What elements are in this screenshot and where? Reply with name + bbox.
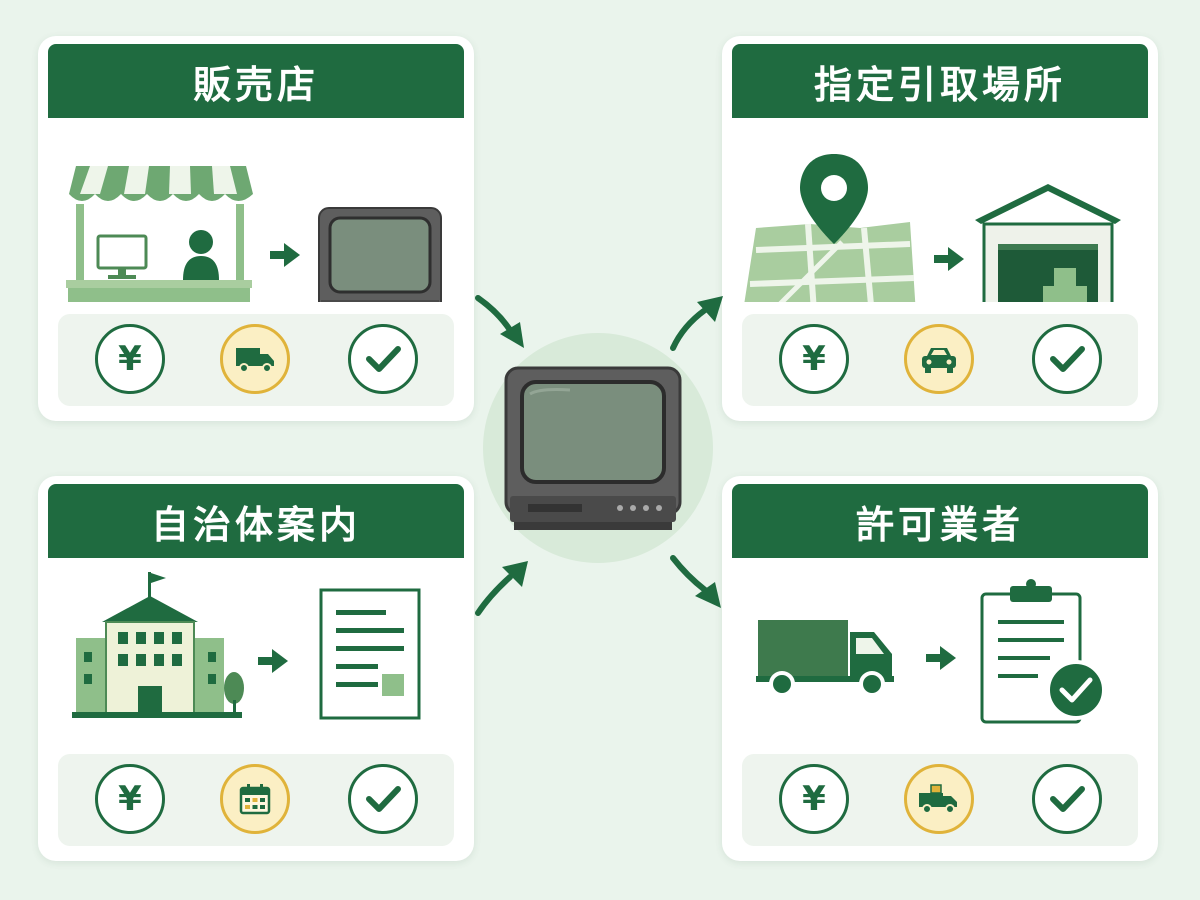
retailer-illustration: [66, 166, 442, 302]
delivery-truck-icon: [220, 324, 290, 394]
city-hall-icon: [72, 572, 244, 718]
retailer-card: 販売店: [38, 36, 474, 421]
licensed-illustration: [756, 579, 1106, 724]
arrow-right-icon: [934, 247, 964, 271]
municipality-badges: ¥: [58, 754, 454, 846]
truck-icon: [756, 620, 894, 697]
check-circle-icon: [1032, 324, 1102, 394]
check-circle-icon: [348, 324, 418, 394]
pickup-badges: ¥: [742, 314, 1138, 406]
yen-icon: ¥: [779, 764, 849, 834]
calendar-icon: [220, 764, 290, 834]
licensed-title: 許可業者: [732, 484, 1148, 558]
crt-tv-icon: [504, 366, 682, 530]
municipality-title: 自治体案内: [48, 484, 464, 558]
warehouse-icon: [975, 184, 1121, 302]
crt-tv-icon: [318, 207, 442, 302]
yen-icon: ¥: [779, 324, 849, 394]
car-icon: [904, 324, 974, 394]
delivery-truck-icon: [904, 764, 974, 834]
map-pin-icon: [744, 154, 916, 302]
arrow-retailer-to-tv: [475, 295, 524, 348]
municipality-card: 自治体案内: [38, 476, 474, 861]
check-circle-icon: [348, 764, 418, 834]
clipboard-check-icon: [980, 579, 1106, 724]
yen-icon: ¥: [95, 324, 165, 394]
store-counter-icon: [66, 166, 253, 302]
arrow-right-icon: [258, 649, 288, 673]
check-circle-icon: [1032, 764, 1102, 834]
retailer-title: 販売店: [48, 44, 464, 118]
licensed-badges: ¥: [742, 754, 1138, 846]
pickup-illustration: [744, 154, 1121, 302]
document-icon: [319, 588, 421, 720]
arrow-municipality-to-tv: [475, 561, 528, 616]
municipality-illustration: [72, 572, 421, 720]
arrow-tv-to-licensed: [670, 555, 721, 608]
retailer-badges: ¥: [58, 314, 454, 406]
pickup-card: 指定引取場所 ¥: [722, 36, 1158, 421]
yen-icon: ¥: [95, 764, 165, 834]
arrow-right-icon: [270, 243, 300, 267]
arrow-tv-to-pickup: [670, 296, 723, 351]
arrow-right-icon: [926, 646, 956, 670]
licensed-card: 許可業者 ¥: [722, 476, 1158, 861]
pickup-title: 指定引取場所: [732, 44, 1148, 118]
